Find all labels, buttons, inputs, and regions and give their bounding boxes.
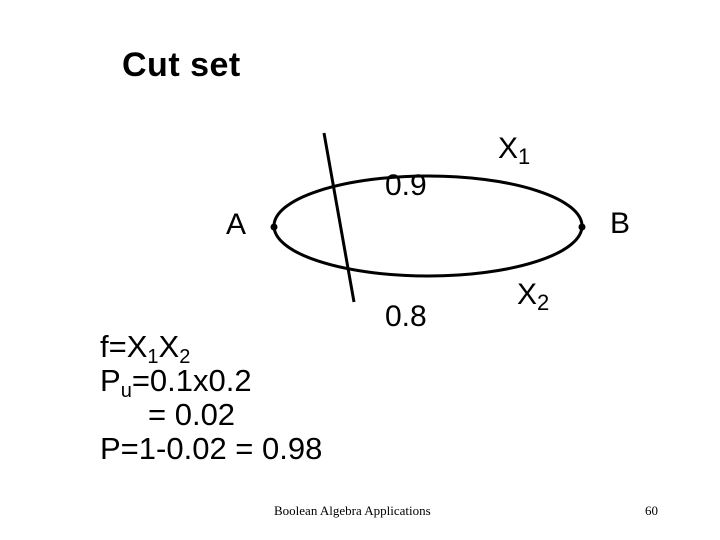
node-b-dot [578,223,586,231]
upper-path-letter: X [498,132,518,165]
formula-f-x1: X [126,329,148,364]
lower-path-name: X2 [517,278,549,315]
formula-pu-result: = 0.02 [148,397,236,432]
lower-path-letter: X [517,278,537,311]
formula-f-x2: X [158,329,180,364]
formula-f-x1-sub: 1 [147,346,159,368]
formula-pu-p: P [100,363,121,398]
formula-pu-sub: u [120,380,132,402]
lower-probability: 0.8 [385,300,427,333]
slide-title: Cut set [122,46,241,84]
formula-pu: Pu=0.1x0.2 [100,364,252,408]
footer-title: Boolean Algebra Applications [274,503,431,518]
node-a-label: A [226,208,246,241]
upper-path-name: X1 [498,132,530,169]
upper-probability: 0.9 [385,169,427,202]
formula-f-x2-sub: 2 [179,346,191,368]
formula-f-prefix: f= [100,329,127,364]
upper-path-subscript: 1 [518,144,530,169]
lower-path-subscript: 2 [537,290,549,315]
page-number: 60 [645,503,658,518]
formula-p-final: P=1-0.02 = 0.98 [100,431,323,466]
cut-line [322,132,356,303]
formula-pu-rest: =0.1x0.2 [131,363,252,398]
network-ellipse [272,174,584,278]
formula-f: f=X1X2 [100,330,190,374]
node-b-label: B [610,207,630,240]
node-a-dot [270,223,278,231]
